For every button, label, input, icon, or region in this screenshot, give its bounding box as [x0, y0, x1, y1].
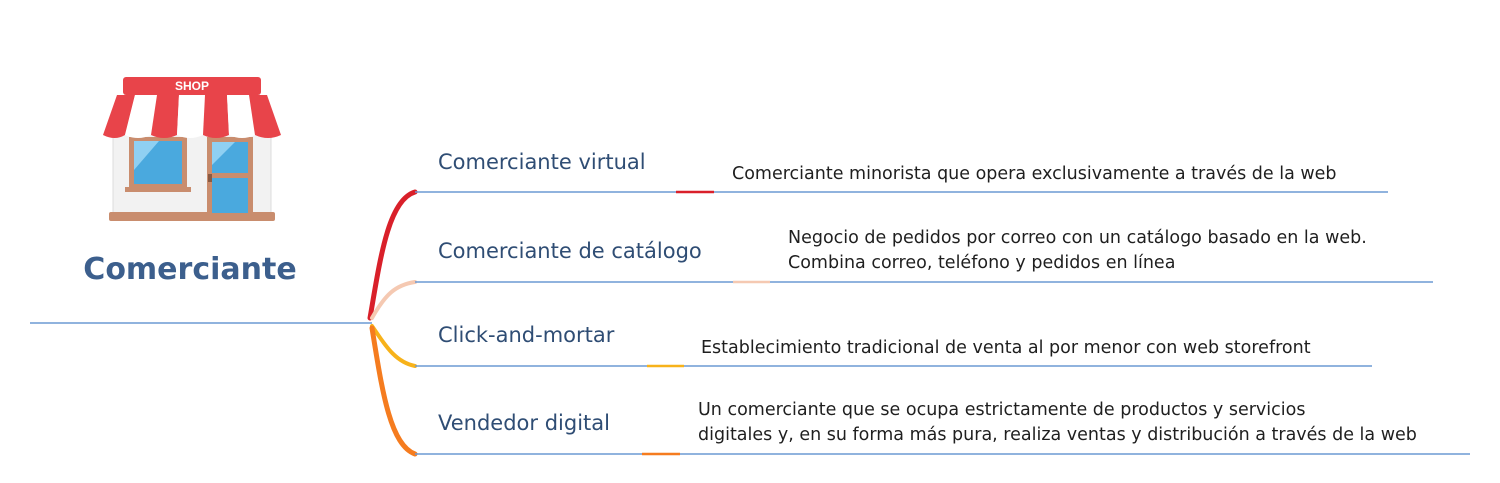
- branch-curve-virtual: [367, 189, 418, 321]
- branch-curve-click: [370, 324, 417, 368]
- description-virtual: Comerciante minorista que opera exclusiv…: [732, 162, 1337, 187]
- root-title: Comerciante: [83, 252, 297, 287]
- description-click: Establecimiento tradicional de venta al …: [701, 336, 1311, 361]
- branch-label-catalogo: Comerciante de catálogo: [438, 239, 702, 263]
- description-line: Establecimiento tradicional de venta al …: [701, 338, 1311, 358]
- branch-label-virtual: Comerciante virtual: [438, 150, 646, 174]
- description-line: Comerciante minorista que opera exclusiv…: [732, 164, 1337, 184]
- branch-label-click: Click-and-mortar: [438, 323, 615, 347]
- shop-sign-text: SHOP: [175, 79, 209, 93]
- description-line: Combina correo, teléfono y pedidos en lí…: [788, 253, 1176, 273]
- description-line: Negocio de pedidos por correo con un cat…: [788, 228, 1367, 248]
- branch-curve-vendedor: [369, 325, 418, 457]
- description-catalogo: Negocio de pedidos por correo con un cat…: [788, 226, 1367, 276]
- description-line: Un comerciante que se ocupa estrictament…: [698, 400, 1306, 420]
- description-line: digitales y, en su forma más pura, reali…: [698, 425, 1417, 445]
- branch-label-vendedor: Vendedor digital: [438, 411, 610, 435]
- branch-curve-catalogo: [370, 280, 417, 320]
- description-vendedor: Un comerciante que se ocupa estrictament…: [698, 398, 1417, 448]
- shop-storefront-icon: SHOP: [95, 75, 290, 225]
